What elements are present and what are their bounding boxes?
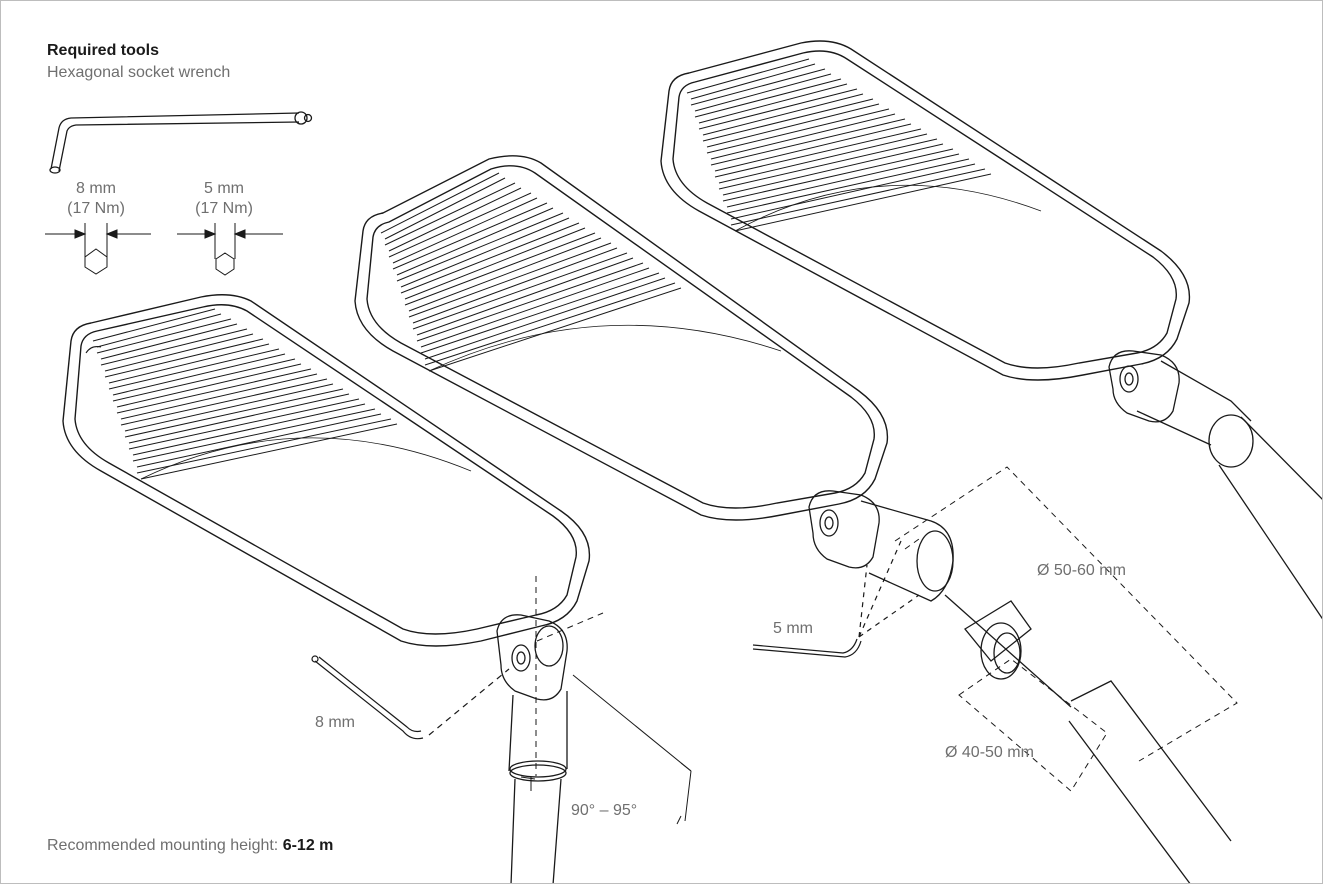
diameter-small-label: Ø 40-50 mm <box>945 744 1034 761</box>
key-8mm-left <box>311 655 510 740</box>
luminaire-middle <box>354 155 889 521</box>
luminaire-left-fins <box>92 308 472 480</box>
luminaire-middle-fins <box>380 172 782 372</box>
mounting-height-value: 6-12 m <box>282 837 334 854</box>
diameter-large-label: Ø 50-60 mm <box>1037 562 1126 579</box>
bracket-right <box>1108 350 1322 620</box>
hex-wrench-icon <box>49 111 313 174</box>
hex-5mm-icon <box>177 223 283 276</box>
angle-dimension <box>520 576 692 825</box>
wrench-5mm-torque: (17 Nm) <box>195 200 253 217</box>
wrench-8mm-size: 8 mm <box>76 180 116 197</box>
required-tools-heading: Required tools <box>47 42 160 59</box>
key-5mm-middle <box>752 540 920 658</box>
key-5mm-label: 5 mm <box>773 620 813 637</box>
luminaire-right-fins <box>686 58 1042 232</box>
key-8mm-label: 8 mm <box>315 714 355 731</box>
luminaire-right <box>660 40 1191 381</box>
angle-label: 90° – 95° <box>571 802 638 819</box>
bracket-middle <box>808 490 954 602</box>
mounting-height-note: Recommended mounting height: 6-12 m <box>47 836 333 855</box>
required-tools-subheading: Hexagonal socket wrench <box>47 64 231 81</box>
insert-sleeve <box>944 594 1232 883</box>
hex-8mm-icon <box>45 223 151 275</box>
wrench-5mm-size: 5 mm <box>204 180 244 197</box>
mounting-height-label: Recommended mounting height: <box>47 837 283 854</box>
bracket-left <box>496 614 568 883</box>
diameter-dashed-boxes <box>894 466 1238 792</box>
wrench-8mm-torque: (17 Nm) <box>67 200 125 217</box>
luminaire-left <box>62 294 591 647</box>
